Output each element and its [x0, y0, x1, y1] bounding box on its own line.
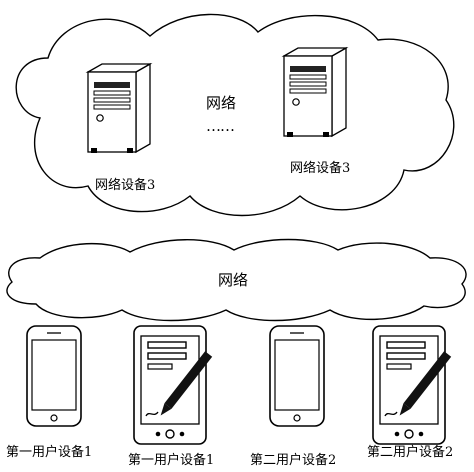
middle-cloud [6, 238, 467, 322]
device-label-1: 第一用户设备1 [6, 445, 93, 460]
smartphone-icon [26, 325, 82, 427]
server-label-1: 网络设备3 [95, 178, 156, 193]
smartphone-icon [269, 325, 325, 427]
top-cloud [15, 13, 455, 217]
tablet-stylus-icon [372, 325, 452, 445]
ellipsis-label: …… [206, 117, 235, 135]
top-network-label: 网络 [206, 94, 237, 112]
server-icon [87, 63, 151, 154]
device-label-3: 第二用户设备2 [250, 453, 337, 468]
device-label-2: 第一用户设备1 [128, 453, 215, 468]
server-label-2: 网络设备3 [290, 161, 351, 176]
tablet-stylus-icon [133, 325, 213, 445]
device-label-4: 第二用户设备2 [367, 445, 454, 460]
middle-network-label: 网络 [218, 271, 249, 289]
server-icon [283, 47, 347, 138]
